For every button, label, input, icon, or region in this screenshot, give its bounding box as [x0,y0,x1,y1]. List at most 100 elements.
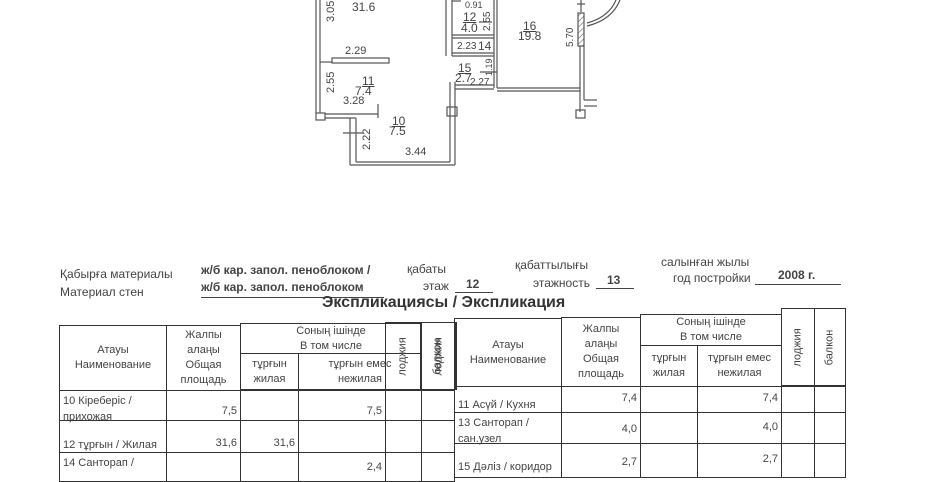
table-cell-total: 31,6 [166,420,241,453]
table-cell-living [640,386,698,413]
table-cell-nonliving: 4,0 [697,412,782,444]
table-cell-balcony [814,443,846,478]
room-area-15: 2.7 [455,71,472,85]
dimension-label: 3.44 [405,146,427,158]
dimension-label: 2.55 [325,71,337,93]
storeys-value: 13 [607,273,621,287]
room-number-10: 10 [392,114,406,128]
floor-plan: 31.6 3.05 2.29 2.55 11 7.4 3.28 10 7.5 2… [315,0,621,166]
table-row-name: 11 Асүй / Кухня [454,386,562,413]
table-cell-living [240,452,299,482]
storeys-underline [596,288,634,289]
table-cell-nonliving: 2,7 [697,443,782,478]
header-name-ru: Наименование [74,359,152,371]
wall-material-value-2: ж/б кар. запол. пеноблоком [201,280,364,294]
floor-label-kz: қабаты [407,262,447,276]
header-text: Общая [185,359,222,371]
table-row-name: 13 Санторап /сан.узел [454,412,562,445]
dimension-label: 0.91 [465,0,483,10]
room-area-11: 7.4 [355,84,372,98]
table-cell-living [240,390,299,421]
room-area-10: 7.5 [389,124,406,138]
wall-material-label-ru: Материал стен [60,285,144,299]
table-cell-balcony [814,412,846,444]
header-balcony: балкон [421,322,455,390]
table-cell-living: 31,6 [240,420,299,453]
header-text: тұрғын [252,357,287,370]
table-cell-loggia [781,386,815,413]
table-cell-balcony [421,420,455,453]
header-name-kz: Атауы [97,344,129,356]
header-text: тұрғын емес [328,357,392,370]
storeys-label-kz: қабаттылығы [515,258,589,272]
header-text: Жалпы [185,329,222,341]
room-number-12: 12 [463,10,477,24]
table-cell-total [166,452,241,482]
table-cell-nonliving: 7,5 [298,390,386,421]
header-text: балкон [431,338,444,374]
header-loggia-left: лоджия [385,322,422,390]
header-text: алаңы [187,344,220,356]
table-row-name: 15 Дәліз / коридор [454,443,562,478]
table-cell-nonliving: 2,4 [298,452,386,482]
dimension-label: 2.22 [361,128,373,150]
wall-material-label-kz: Қабырға материалы [60,267,173,281]
table-cell-total: 7,5 [166,390,241,421]
dimension-label: 1.19 [484,58,494,76]
table-cell-balcony [421,390,455,421]
floor-underline [455,292,493,293]
table-row-name: 12 тұрғын / Жилая [59,420,167,453]
dimension-label: 2.55 [482,11,493,31]
room-area-living: 31.6 [352,0,376,14]
year-label-kz: салынған жылы [661,255,750,269]
table-cell-nonliving [298,420,386,453]
header-text: площадь [180,374,227,386]
table-cell-balcony [814,386,846,413]
table-row-name: 14 Санторап / [59,452,167,482]
table-cell-living [640,443,698,478]
floor-plan-drawing [315,0,621,166]
table-cell-loggia [385,390,422,421]
year-value: 2008 г. [778,268,816,282]
year-underline [755,284,841,285]
wall-material-underline [201,297,384,298]
table-cell-loggia [385,452,422,482]
table-cell-loggia [385,420,422,453]
table-row-name: 10 Кіреберіс /прихожая [59,390,167,423]
floor-value: 12 [466,277,480,291]
room-area-12: 4.0 [461,21,478,35]
header-balcony-right: балкон [814,308,846,386]
dimension-label: 3.28 [343,95,365,107]
room-number-16: 16 [523,19,537,33]
year-label-ru: год постройки [673,271,751,285]
header-loggia-right: лоджия [781,308,815,386]
floor-label-ru: этаж [423,279,449,293]
explication-title: Экспликациясы / Экспликация [322,294,566,311]
dimension-label: 2.23 [457,41,477,52]
table-cell-loggia [781,412,815,444]
table-cell-total: 7,4 [561,386,641,413]
room-area-16: 19.8 [518,29,542,43]
room-number-15: 15 [458,61,472,75]
table-cell-total: 4,0 [561,412,641,444]
table-cell-total: 2,7 [561,443,641,478]
table-cell-balcony [421,452,455,482]
room-number-14: 14 [478,39,492,53]
table-cell-living [640,412,698,444]
table-cell-loggia [781,443,815,478]
header-text: Соның ішінде [296,324,366,337]
dimension-label: 5.70 [565,27,576,47]
room-number-11: 11 [362,74,375,88]
storeys-label-ru: этажность [533,276,590,290]
header-text: лоджия [397,336,410,376]
dimension-label: 2.27 [470,77,490,88]
